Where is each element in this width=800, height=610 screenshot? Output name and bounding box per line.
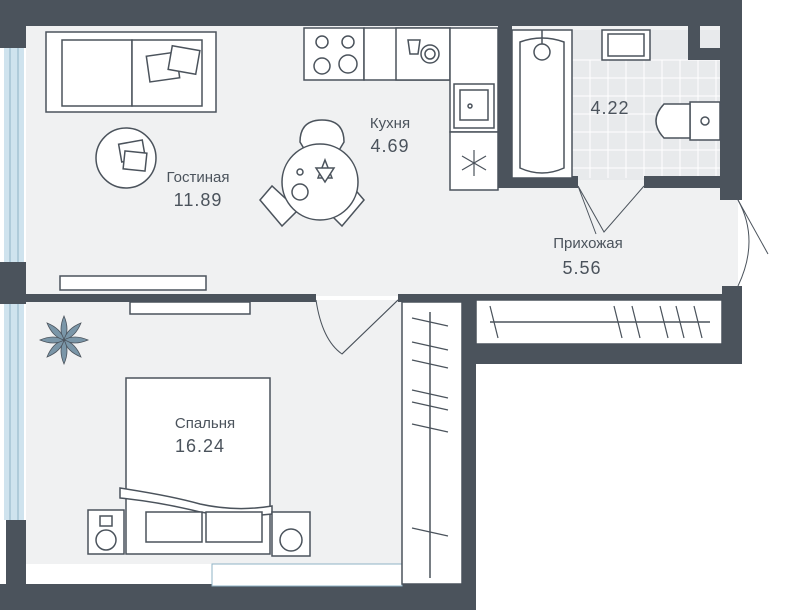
door-icon (315, 185, 769, 355)
hanger-icon (411, 341, 449, 351)
wall-shaft-bottom (688, 48, 722, 60)
tv-stand-icon (59, 275, 251, 315)
hanger-icon (693, 305, 703, 339)
window-icon (4, 48, 24, 262)
toilet-icon (655, 101, 721, 141)
fridge-icon (449, 131, 499, 191)
stove-icon (303, 27, 365, 81)
room-area-bathroom: 4.22 (590, 98, 629, 118)
room-name-living: Гостиная (167, 169, 230, 186)
room-area-bedroom: 16.24 (175, 436, 225, 456)
wall-corridor-right (462, 294, 476, 610)
sofa-icon (45, 31, 217, 113)
window-icon (4, 304, 24, 520)
wall-wardrobe-top (462, 294, 742, 300)
plant-icon (38, 314, 90, 366)
hanger-icon (659, 305, 669, 339)
coffee-table-icon (95, 127, 157, 189)
wall-bedroom-top (0, 294, 316, 302)
wall-top (0, 0, 742, 26)
nightstand-icon (271, 511, 311, 557)
dining-table-icon (259, 119, 365, 228)
walls (0, 0, 742, 610)
wall-bath-bottom-left (498, 176, 578, 188)
room-labels: Гостиная 11.89 Кухня 4.69 4.22 Прихожая … (167, 98, 629, 456)
room-name-kitchen: Кухня (370, 115, 410, 132)
wardrobe-icon (475, 299, 723, 345)
kitchen-sink-icon (449, 27, 499, 133)
wall-right-top (720, 0, 742, 200)
wall-bath-bottom-right (644, 176, 734, 188)
wall-left-top (0, 0, 26, 48)
nightstand-icon (87, 509, 125, 555)
bathtub-icon (511, 29, 573, 179)
hanger-icon (489, 305, 499, 339)
hanger-icon (411, 401, 449, 411)
room-name-hallway: Прихожая (553, 235, 623, 252)
wall-corridor-top (398, 294, 468, 302)
wall-bottom (0, 584, 402, 610)
wall-bath-left (498, 26, 512, 186)
hanger-icon (411, 389, 449, 399)
wall-bottom-right (402, 584, 476, 610)
room-area-hallway: 5.56 (562, 258, 601, 278)
plant-leaf (46, 322, 65, 341)
wardrobe-icon (401, 301, 463, 585)
dishwasher-icon (363, 27, 451, 81)
room-name-bedroom: Спальня (175, 415, 235, 432)
hanger-icon (411, 423, 449, 433)
window-icon (211, 563, 403, 587)
wall-right-bottom (722, 286, 742, 350)
room-area-living: 11.89 (174, 190, 223, 210)
hanger-icon (631, 305, 641, 339)
bed-icon (119, 377, 273, 555)
bathroom-sink-icon (601, 29, 651, 61)
hanger-icon (411, 317, 449, 327)
wall-wardrobe-bottom (462, 344, 742, 364)
hanger-icon (613, 305, 623, 339)
hanger-icon (411, 359, 449, 369)
room-area-kitchen: 4.69 (370, 136, 409, 156)
hanger-icon (411, 527, 449, 537)
windows (4, 48, 403, 587)
hanger-icon (675, 305, 685, 339)
